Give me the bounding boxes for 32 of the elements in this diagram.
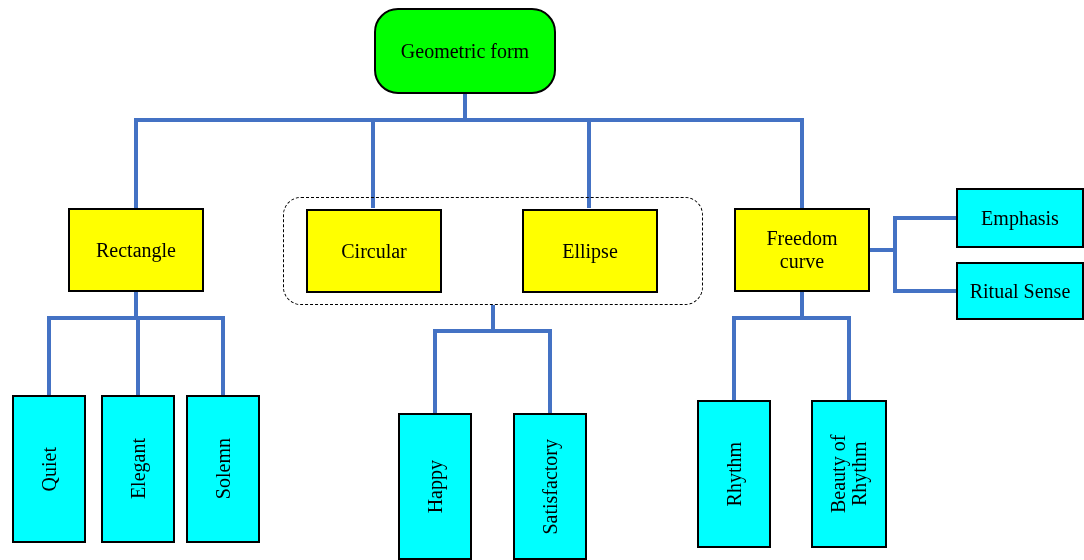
- vertical-label: Happy: [422, 459, 447, 514]
- group-frame: [283, 197, 703, 305]
- vertical-label: Rhythm: [721, 441, 746, 507]
- leaf-box: [697, 400, 771, 548]
- leaf-box: [186, 395, 260, 543]
- leaf-box: [101, 395, 175, 543]
- vertical-label: Satisfactory: [537, 438, 562, 535]
- vertical-label: Quiet: [36, 446, 61, 492]
- node-label: Geometric form: [399, 39, 531, 63]
- connector-line: [491, 305, 552, 413]
- vertical-label: Elegant: [125, 438, 150, 500]
- attribute-box: [956, 262, 1084, 320]
- node-label: Freedom curve: [765, 227, 839, 273]
- vertical-label: Solemn: [210, 438, 235, 500]
- start-box: [374, 8, 556, 94]
- node-label: Emphasis: [980, 206, 1060, 230]
- node-label: Circular: [340, 239, 408, 263]
- vertical-label: Beauty of Rhythm: [826, 433, 872, 516]
- connector-line: [463, 94, 804, 208]
- attribute-box: [956, 188, 1084, 248]
- node-label: Rectangle: [95, 238, 177, 262]
- leaf-box: [513, 413, 587, 560]
- leaf-box: [811, 400, 887, 548]
- node-label: Ritual Sense: [968, 279, 1072, 303]
- category-box: [522, 209, 658, 293]
- category-box: [734, 208, 870, 292]
- leaf-box: [398, 413, 472, 560]
- category-box: [68, 208, 204, 292]
- category-box: [306, 209, 442, 293]
- node-label: Ellipse: [561, 239, 619, 263]
- leaf-box: [12, 395, 86, 543]
- connector-line: [870, 248, 956, 293]
